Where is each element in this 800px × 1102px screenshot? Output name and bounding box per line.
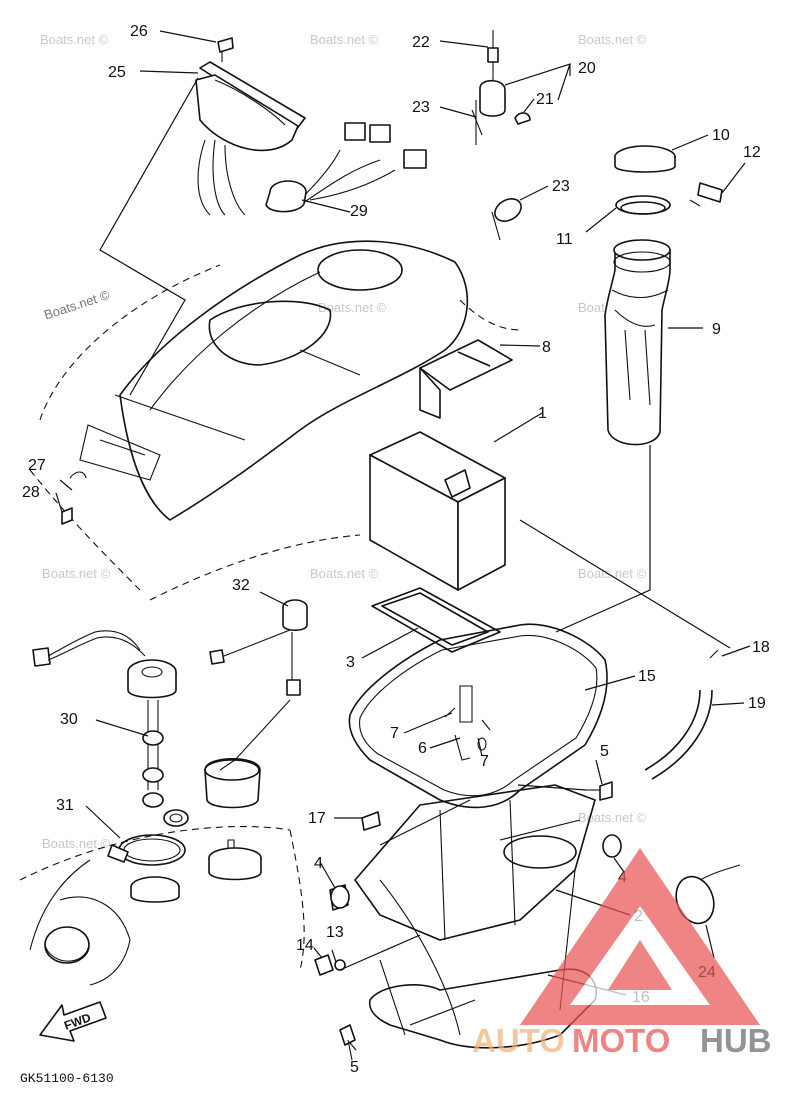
automotohub-logo: AUTO MOTO HUB bbox=[472, 848, 772, 1059]
watermark: Boats.net © bbox=[578, 566, 647, 581]
logo-triangle-core bbox=[608, 940, 672, 990]
drawing-code: GK51100-6130 bbox=[20, 1071, 114, 1086]
watermark: Boats.net © bbox=[42, 836, 111, 851]
logo-text-moto: MOTO bbox=[572, 1022, 670, 1059]
callout-19: 19 bbox=[748, 695, 766, 712]
callout-21: 21 bbox=[536, 91, 554, 108]
watermarks: Boats.net © Boats.net © Boats.net © Boat… bbox=[40, 32, 647, 851]
watermark: Boats.net © bbox=[42, 287, 112, 322]
callout-27: 27 bbox=[28, 457, 46, 474]
callout-3: 3 bbox=[346, 654, 355, 671]
fuel-sender bbox=[32, 599, 308, 903]
callout-17: 17 bbox=[308, 810, 326, 827]
callout-5-top: 5 bbox=[600, 743, 609, 760]
battery-and-bands bbox=[369, 339, 513, 653]
clamp-parts bbox=[471, 30, 531, 241]
callout-20: 20 bbox=[578, 60, 596, 77]
callout-23-mid: 23 bbox=[552, 178, 570, 195]
tray-and-tank bbox=[348, 623, 608, 1049]
callout-12: 12 bbox=[743, 144, 761, 161]
callout-7-left: 7 bbox=[390, 725, 399, 742]
fwd-arrow: FWD bbox=[39, 1001, 107, 1042]
callout-30: 30 bbox=[60, 711, 78, 728]
watermark: Boats.net © bbox=[318, 300, 387, 315]
callout-5-bottom: 5 bbox=[350, 1059, 359, 1076]
logo-text-auto: AUTO bbox=[472, 1022, 565, 1059]
watermark: Boats.net © bbox=[310, 32, 379, 47]
callout-31: 31 bbox=[56, 797, 74, 814]
meter-assembly bbox=[195, 37, 427, 216]
callout-8: 8 bbox=[542, 339, 551, 356]
callout-25: 25 bbox=[108, 64, 126, 81]
callout-13: 13 bbox=[326, 924, 344, 941]
callout-22: 22 bbox=[412, 34, 430, 51]
watermark: Boats.net © bbox=[578, 32, 647, 47]
leader-lines bbox=[55, 30, 751, 1051]
callout-15: 15 bbox=[638, 668, 656, 685]
callout-7-right: 7 bbox=[480, 753, 489, 770]
callout-32: 32 bbox=[232, 577, 250, 594]
callout-18: 18 bbox=[752, 639, 770, 656]
callout-26: 26 bbox=[130, 23, 148, 40]
callout-9: 9 bbox=[712, 321, 721, 338]
callout-1: 1 bbox=[538, 405, 547, 422]
filler-neck bbox=[604, 145, 723, 446]
callout-4-left: 4 bbox=[314, 855, 323, 872]
callout-29: 29 bbox=[350, 203, 368, 220]
callout-6: 6 bbox=[418, 740, 427, 757]
hull-deck bbox=[19, 240, 521, 986]
small-fasteners bbox=[61, 471, 741, 1061]
callout-23-top: 23 bbox=[412, 99, 430, 116]
callout-10: 10 bbox=[712, 127, 730, 144]
callout-14: 14 bbox=[296, 937, 314, 954]
watermark: Boats.net © bbox=[310, 566, 379, 581]
watermark: Boats.net © bbox=[42, 566, 111, 581]
watermark: Boats.net © bbox=[578, 810, 647, 825]
logo-text-hub: HUB bbox=[700, 1022, 772, 1059]
callout-28: 28 bbox=[22, 484, 40, 501]
watermark: Boats.net © bbox=[40, 32, 109, 47]
callout-11: 11 bbox=[556, 231, 573, 248]
